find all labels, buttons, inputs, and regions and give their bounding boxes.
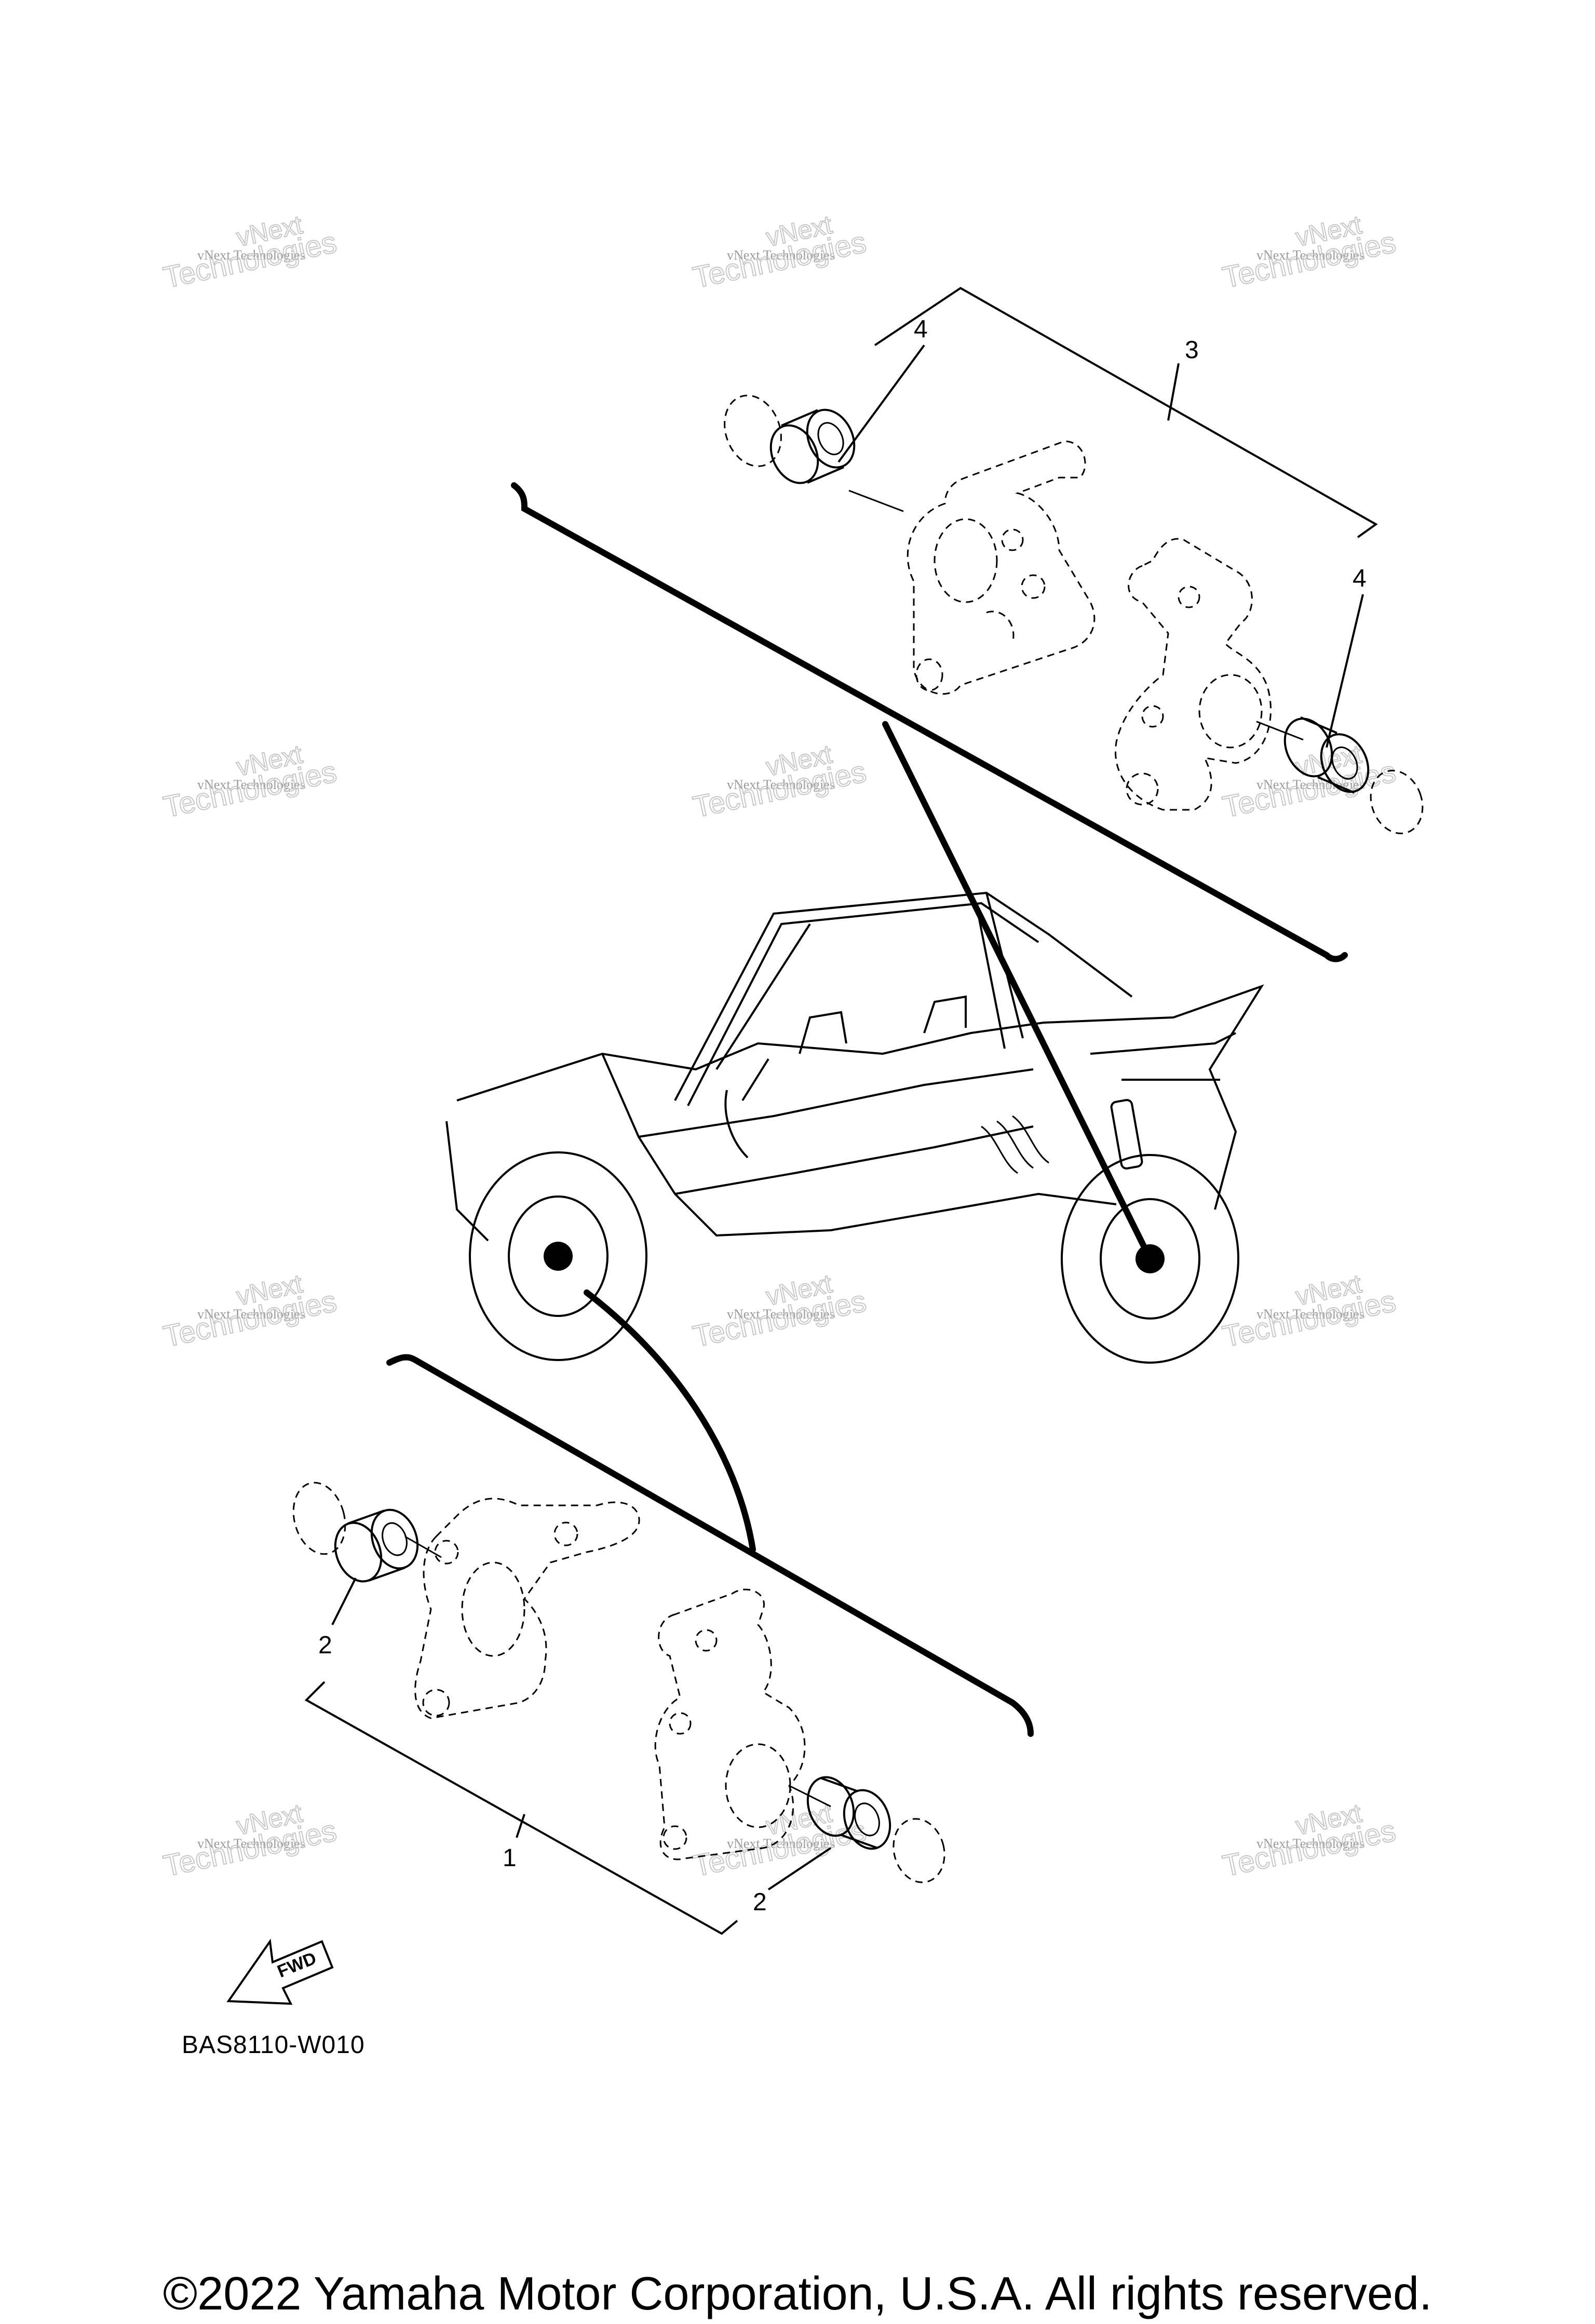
watermark: vNext Technologies vNext Technologies [690, 1268, 870, 1354]
callout-1: 1 [503, 1844, 517, 1872]
watermark: vNext Technologies vNext Technologies [160, 1798, 340, 1883]
rear-knuckle-group: 3 4 4 [511, 287, 1424, 1262]
callout-2-left: 2 [318, 1632, 332, 1659]
callout-4-right: 4 [1353, 565, 1367, 592]
rear-group-pointer [882, 721, 1153, 1262]
diagram-code: BAS8110-W010 [182, 2031, 365, 2059]
watermark: vNext Technologies vNext Technologies [160, 1268, 340, 1354]
callout-4-right-leader [1326, 594, 1364, 748]
front-group-pointer [584, 1289, 756, 1553]
fwd-arrow-icon: FWD [226, 1938, 334, 2005]
svg-text:vNext Technologies: vNext Technologies [1256, 1307, 1364, 1322]
callout-3-leader [1167, 363, 1180, 421]
watermark: vNext Technologies vNext Technologies [1219, 1268, 1399, 1354]
callout-3-bracket [874, 287, 1378, 538]
copyright-notice: ©2022 Yamaha Motor Corporation, U.S.A. A… [163, 2268, 1432, 2320]
front-knuckle-left-icon [414, 1498, 640, 1719]
svg-text:vNext Technologies: vNext Technologies [197, 248, 305, 263]
callout-4-left: 4 [914, 316, 928, 343]
callout-1-leader [516, 1814, 525, 1838]
svg-text:vNext Technologies: vNext Technologies [727, 248, 835, 263]
circlip-icon [724, 395, 782, 467]
callout-2-right: 2 [753, 1888, 767, 1916]
callout-4-left-leader [837, 344, 925, 463]
watermark: vNext Technologies vNext Technologies [160, 739, 340, 824]
watermarks: vNext Technologies vNext Technologies vN… [160, 209, 1399, 1883]
svg-text:vNext Technologies: vNext Technologies [1256, 1836, 1364, 1851]
circlip-icon [1370, 769, 1424, 835]
watermark: vNext Technologies vNext Technologies [690, 1798, 870, 1883]
svg-text:vNext Technologies: vNext Technologies [727, 1307, 835, 1322]
watermark: vNext Technologies vNext Technologies [1219, 1798, 1399, 1883]
vehicle-icon [445, 891, 1264, 1364]
watermark: vNext Technologies vNext Technologies [160, 209, 340, 295]
svg-text:vNext Technologies: vNext Technologies [727, 777, 835, 792]
front-wheel-icon [469, 1151, 647, 1361]
svg-text:vNext Technologies: vNext Technologies [197, 1836, 305, 1851]
rear-knuckle-right-icon [1115, 538, 1272, 811]
circlip-icon [893, 1818, 945, 1883]
watermark: vNext Technologies vNext Technologies [1219, 209, 1399, 295]
svg-text:vNext Technologies: vNext Technologies [197, 1307, 305, 1322]
bearing-icon [334, 1508, 419, 1583]
callout-3: 3 [1185, 336, 1199, 364]
front-group-divider [386, 1354, 1034, 1737]
callout-2-left-leader [331, 1578, 357, 1625]
rear-knuckle-left-icon [907, 440, 1096, 695]
watermark: vNext Technologies vNext Technologies [690, 739, 870, 824]
svg-text:vNext Technologies: vNext Technologies [727, 1836, 835, 1851]
svg-text:vNext Technologies: vNext Technologies [197, 777, 305, 792]
watermark: vNext Technologies vNext Technologies [690, 209, 870, 295]
watermark: vNext Technologies vNext Technologies [1219, 739, 1399, 824]
rear-wheel-icon [1061, 1154, 1239, 1364]
circlip-icon [292, 1482, 346, 1555]
rear-group-divider [511, 482, 1348, 962]
svg-text:vNext Technologies: vNext Technologies [1256, 248, 1364, 263]
bearing-icon [1283, 716, 1370, 794]
front-knuckle-group: 2 1 2 [292, 1289, 1034, 1935]
callout-1-bracket [304, 1681, 738, 1935]
bearing-icon [769, 409, 856, 484]
callout-2-right-leader [767, 1847, 832, 1891]
bearing-icon [806, 1776, 891, 1850]
